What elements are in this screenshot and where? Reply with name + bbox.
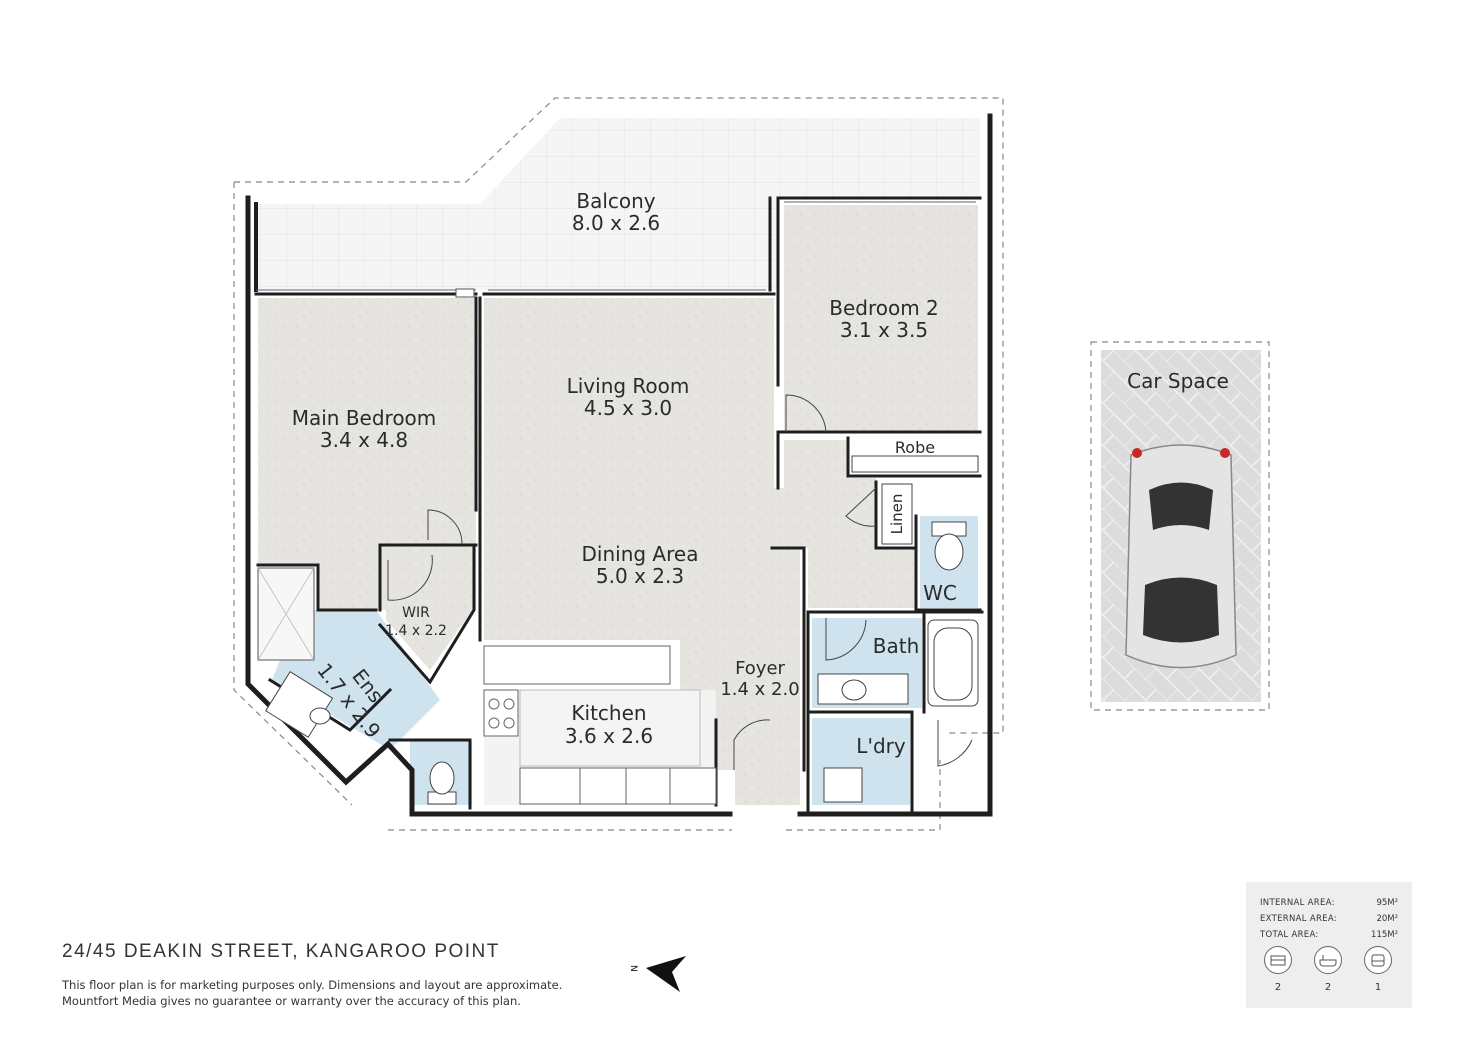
foyer-label: Foyer [735, 658, 785, 679]
main-bedroom-dimensions: 3.4 x 4.8 [320, 428, 408, 452]
feature-icons: 2 2 1 [1260, 946, 1406, 1006]
internal-area-label: INTERNAL AREA: [1260, 898, 1335, 908]
internal-area-row: INTERNAL AREA: 95M² [1260, 898, 1398, 908]
living-room-label: Living Room [567, 374, 690, 398]
parking-feature: 1 [1360, 946, 1396, 993]
main-bedroom-floor [258, 298, 476, 610]
external-area-value: 20M² [1376, 914, 1398, 924]
wir-floor [386, 552, 474, 670]
bedroom2-dimensions: 3.1 x 3.5 [840, 318, 928, 342]
total-area-value: 115M² [1371, 930, 1398, 940]
robe-label: Robe [895, 438, 935, 457]
bathrooms-count: 2 [1324, 982, 1332, 993]
balcony-dimensions: 8.0 x 2.6 [572, 211, 660, 235]
robe-rail [851, 455, 979, 473]
north-arrow-icon: N [628, 956, 686, 992]
bedrooms-feature: 2 [1260, 946, 1296, 993]
living-dining-floor [484, 298, 800, 805]
wir-dimensions: 1.4 x 2.2 [385, 623, 447, 639]
north-label: N [628, 965, 638, 972]
shower-screen [257, 567, 315, 661]
external-area-label: EXTERNAL AREA: [1260, 914, 1337, 924]
bedroom2-floor [784, 205, 978, 432]
disclaimer-line-2: Mountfort Media gives no guarantee or wa… [62, 994, 521, 1008]
kitchen-joinery [483, 645, 717, 805]
car-space-label: Car Space [1127, 369, 1229, 393]
disclaimer-text: This floor plan is for marketing purpose… [62, 977, 622, 1009]
bedroom2-label: Bedroom 2 [829, 296, 939, 320]
bathrooms-feature: 2 [1310, 946, 1346, 993]
kitchen-label: Kitchen [571, 701, 646, 725]
wir-label: WIR [402, 605, 430, 621]
parking-count: 1 [1374, 982, 1382, 993]
fixtures [265, 455, 979, 805]
linen-label: Linen [888, 494, 906, 535]
external-area-row: EXTERNAL AREA: 20M² [1260, 914, 1398, 924]
internal-area-value: 95M² [1376, 898, 1398, 908]
bath-icon [1314, 946, 1342, 974]
walls [245, 113, 993, 817]
balcony-floor [256, 118, 980, 290]
foyer-dimensions: 1.4 x 2.0 [720, 679, 799, 700]
total-area-label: TOTAL AREA: [1260, 930, 1319, 940]
bedrooms-count: 2 [1274, 982, 1282, 993]
balcony-label: Balcony [576, 189, 655, 213]
property-address: 24/45 DEAKIN STREET, KANGAROO POINT [62, 941, 500, 962]
car-icon [1364, 946, 1392, 974]
bath-label: Bath [873, 634, 920, 658]
living-room-dimensions: 4.5 x 3.0 [584, 396, 672, 420]
dining-area-dimensions: 5.0 x 2.3 [596, 564, 684, 588]
site-boundary [233, 97, 1270, 831]
car-icon [1125, 444, 1237, 669]
dining-area-label: Dining Area [582, 542, 699, 566]
laundry-tub-icon [823, 767, 863, 803]
floor-plan: Balcony 8.0 x 2.6 Bedroom 2 3.1 x 3.5 Li… [233, 97, 1270, 831]
linen-shelf [881, 483, 913, 545]
doors [387, 394, 973, 770]
main-bedroom-label: Main Bedroom [292, 406, 437, 430]
windows [256, 201, 976, 298]
kitchen-dimensions: 3.6 x 2.6 [565, 724, 653, 748]
hall-floor [784, 440, 916, 608]
wc-label: WC [923, 581, 957, 605]
total-area-row: TOTAL AREA: 115M² [1260, 930, 1398, 940]
area-summary: INTERNAL AREA: 95M² EXTERNAL AREA: 20M² … [1246, 882, 1412, 1008]
disclaimer-line-1: This floor plan is for marketing purpose… [62, 978, 563, 992]
bed-icon [1264, 946, 1292, 974]
laundry-label: L'dry [856, 734, 906, 758]
